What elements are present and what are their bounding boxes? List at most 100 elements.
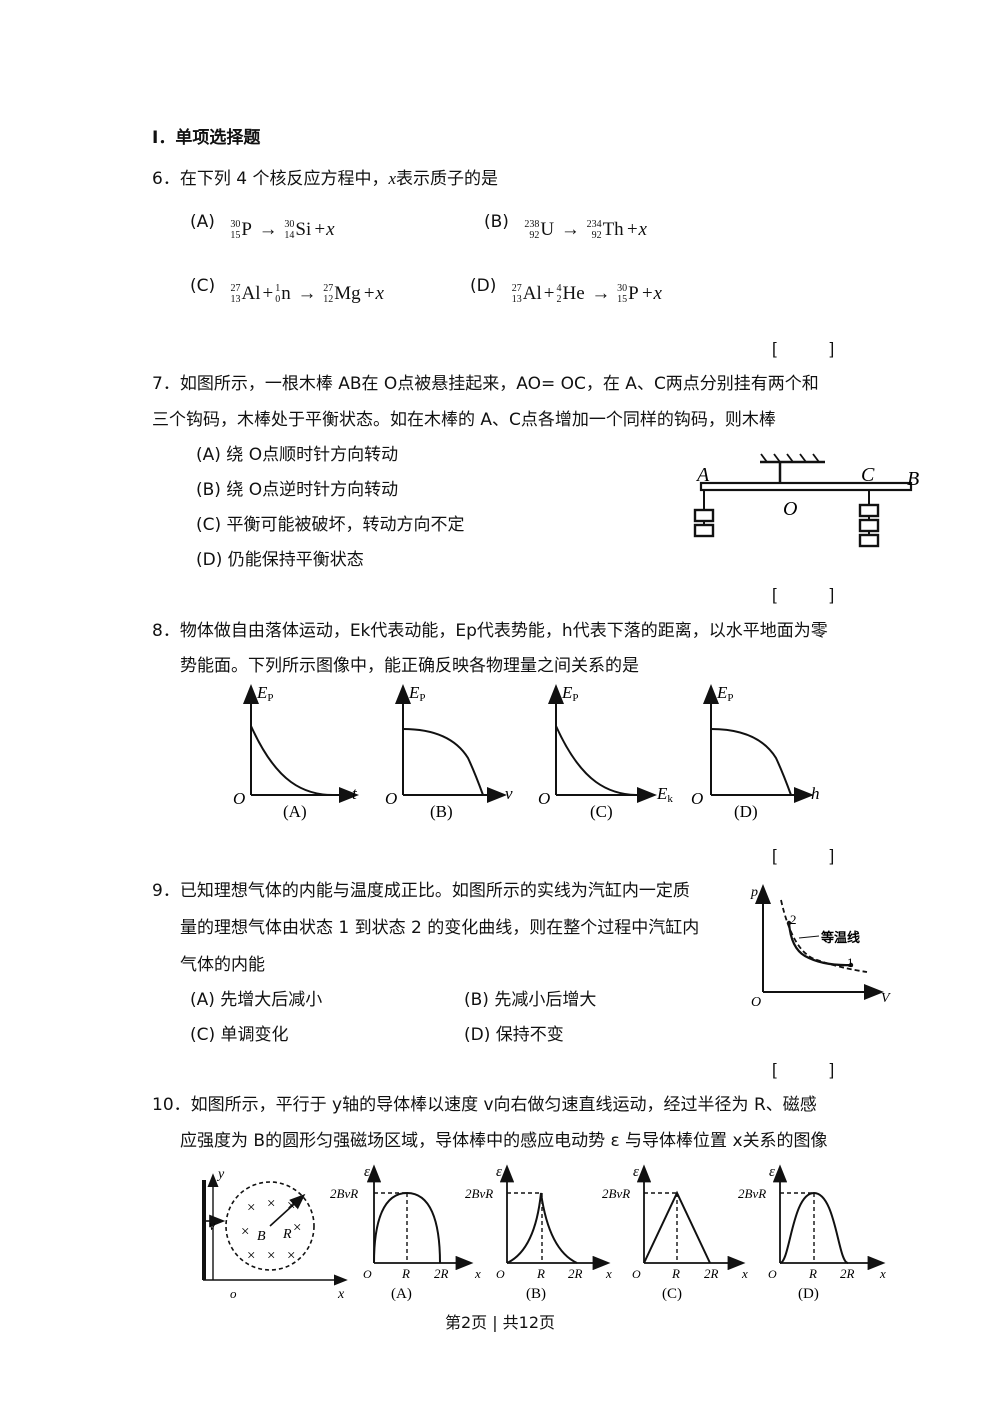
svg-text:v: v — [505, 784, 513, 803]
svg-text:x: x — [337, 1287, 345, 1302]
pv-diagram: p O V 2 1 等温线 — [750, 884, 891, 1008]
svg-text:1: 1 — [847, 955, 854, 970]
q7-option-d[interactable]: (D) 仍能保持平衡状态 — [196, 550, 364, 570]
svg-text:EP: EP — [561, 683, 579, 704]
svg-text:×: × — [287, 1198, 295, 1214]
q7-line2: 三个钩码，木棒处于平衡状态。如在木棒的 A、C点各增加一个同样的钩码，则木棒 — [152, 410, 776, 430]
svg-text:R: R — [401, 1266, 410, 1281]
label-o: O — [783, 498, 797, 520]
svg-text:2BvR: 2BvR — [738, 1186, 766, 1201]
svg-text:O: O — [751, 995, 761, 1008]
svg-text:×: × — [293, 1220, 301, 1236]
svg-text:(D): (D) — [798, 1286, 819, 1302]
svg-text:h: h — [811, 784, 820, 803]
svg-text:2R: 2R — [434, 1266, 449, 1281]
svg-text:O: O — [632, 1267, 641, 1281]
svg-text:×: × — [287, 1248, 295, 1264]
svg-text:R: R — [671, 1266, 680, 1281]
q10-graphs: ε 2BvR O R 2R x (A) ε 2BvR O R 2R x (B) … — [330, 1164, 886, 1302]
q6-answer-bracket[interactable]: [ ] — [772, 339, 835, 358]
q10-graph-a: ε 2BvR O R 2R x (A) — [330, 1164, 481, 1302]
svg-text:×: × — [241, 1224, 249, 1240]
svg-text:(A): (A) — [283, 802, 307, 821]
svg-text:ε: ε — [769, 1164, 775, 1180]
svg-text:O: O — [768, 1267, 777, 1281]
q10-graph-d: ε 2BvR O R 2R x (D) — [738, 1164, 886, 1302]
svg-text:×: × — [247, 1248, 255, 1264]
q8-graph-c: EP O Ek (C) — [538, 683, 673, 821]
q10-line1: 10．如图所示，平行于 y轴的导体棒以速度 v向右做匀速直线运动，经过半径为 R… — [152, 1095, 817, 1115]
svg-text:2R: 2R — [568, 1266, 583, 1281]
svg-text:2R: 2R — [840, 1266, 855, 1281]
q9-option-b[interactable]: (B) 先减小后增大 — [464, 990, 597, 1010]
svg-text:O: O — [496, 1267, 505, 1281]
q10-graph-b: ε 2BvR O R 2R x (B) — [465, 1164, 612, 1302]
q9-option-c[interactable]: (C) 单调变化 — [190, 1025, 289, 1045]
field-figure: × × × × × × × × y v o x B R — [202, 1168, 348, 1302]
svg-text:ε: ε — [364, 1164, 370, 1180]
q7-answer-bracket[interactable]: [ ] — [772, 585, 835, 604]
svg-text:EP: EP — [408, 683, 426, 704]
q7-option-a[interactable]: (A) 绕 O点顺时针方向转动 — [196, 445, 399, 465]
q8-graph-b: EP O v (B) — [385, 683, 513, 821]
q10-graph-c: ε 2BvR O R 2R x (C) — [602, 1164, 748, 1302]
svg-text:y: y — [216, 1168, 225, 1182]
svg-text:Ek: Ek — [656, 784, 673, 805]
q9-line1: 9．已知理想气体的内能与温度成正比。如图所示的实线为汽缸内一定质 — [152, 881, 690, 901]
svg-text:x: x — [741, 1266, 748, 1281]
svg-text:(A): (A) — [391, 1286, 412, 1302]
lever-figure: A O C B — [693, 453, 919, 548]
svg-text:2BvR: 2BvR — [602, 1186, 630, 1201]
svg-text:x: x — [879, 1266, 886, 1281]
svg-text:R: R — [536, 1266, 545, 1281]
svg-text:(C): (C) — [590, 802, 613, 821]
svg-text:(D): (D) — [734, 802, 758, 821]
svg-text:ε: ε — [633, 1164, 639, 1180]
svg-text:2BvR: 2BvR — [330, 1186, 358, 1201]
q9-line3: 气体的内能 — [180, 955, 265, 975]
svg-text:v: v — [209, 1219, 216, 1234]
q8-graph-d: EP O h (D) — [691, 683, 820, 821]
svg-text:(B): (B) — [430, 802, 453, 821]
svg-text:2BvR: 2BvR — [465, 1186, 493, 1201]
q8-graphs: EP O t (A) EP O v (B) EP O Ek (C) EP O h… — [233, 683, 820, 821]
svg-text:V: V — [881, 991, 891, 1006]
q10-line2: 应强度为 B的圆形匀强磁场区域，导体棒中的感应电动势 ε 与导体棒位置 x关系的… — [180, 1131, 828, 1151]
svg-text:x: x — [605, 1266, 612, 1281]
svg-text:(B): (B) — [526, 1286, 546, 1302]
q7-option-c[interactable]: (C) 平衡可能被破坏，转动方向不定 — [196, 515, 465, 535]
q9-line2: 量的理想气体由状态 1 到状态 2 的变化曲线，则在整个过程中汽缸内 — [180, 918, 700, 938]
svg-text:EP: EP — [716, 683, 734, 704]
page-footer: 第2页 | 共12页 — [444, 1313, 556, 1332]
q9-option-d[interactable]: (D) 保持不变 — [464, 1025, 564, 1045]
svg-text:(C): (C) — [662, 1286, 682, 1302]
svg-text:×: × — [267, 1248, 275, 1264]
svg-text:O: O — [385, 789, 397, 808]
q8-line2: 势能面。下列所示图像中，能正确反映各物理量之间关系的是 — [180, 656, 639, 676]
svg-text:x: x — [474, 1266, 481, 1281]
svg-text:ε: ε — [496, 1164, 502, 1180]
svg-text:R: R — [282, 1227, 292, 1242]
q6-stem: 6．在下列 4 个核反应方程中，x表示质子的是 — [152, 169, 498, 189]
q8-answer-bracket[interactable]: [ ] — [772, 846, 835, 865]
q8-line1: 8．物体做自由落体运动，Ek代表动能，Ep代表势能，h代表下落的距离，以水平地面… — [152, 621, 828, 641]
svg-text:×: × — [247, 1200, 255, 1216]
q9-answer-bracket[interactable]: [ ] — [772, 1060, 835, 1079]
label-b: B — [907, 468, 919, 490]
svg-text:2: 2 — [790, 912, 797, 927]
q7-option-b[interactable]: (B) 绕 O点逆时针方向转动 — [196, 480, 399, 500]
section-title: Ⅰ．单项选择题 — [152, 128, 261, 148]
svg-text:EP: EP — [256, 683, 274, 704]
svg-text:o: o — [230, 1286, 237, 1301]
svg-text:B: B — [257, 1229, 266, 1244]
svg-text:p: p — [750, 885, 758, 900]
q7-line1: 7．如图所示，一根木棒 AB在 O点被悬挂起来，AO= OC，在 A、C两点分别… — [152, 374, 819, 394]
svg-text:2R: 2R — [704, 1266, 719, 1281]
q9-option-a[interactable]: (A) 先增大后减小 — [190, 990, 323, 1010]
svg-text:×: × — [267, 1196, 275, 1212]
label-c: C — [861, 464, 875, 486]
